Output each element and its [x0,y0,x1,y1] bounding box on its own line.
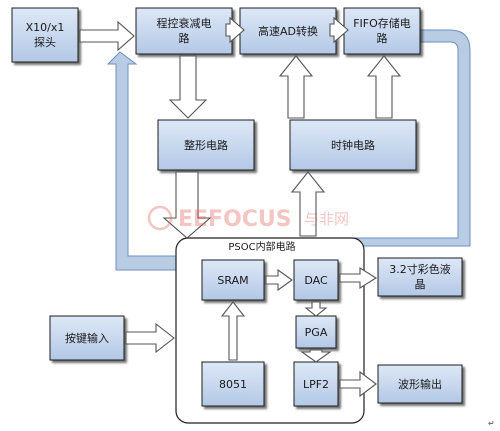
watermark-text-cn: 与非网 [304,210,349,228]
psoc-title: PSOC内部电路 [228,240,295,253]
mcu-block [201,361,265,407]
adc-label: 高速AD转换 [258,24,318,38]
arrow-psoc-to-clock [290,171,326,237]
watermark: EEFOCUS 与非网 [147,205,349,232]
arrow-dac-to-lcd [339,267,378,289]
corner-mark: ↵ [488,419,495,428]
output-block [377,364,463,404]
clock-label: 时钟电路 [331,138,375,152]
pga-label: PGA [305,326,328,339]
arrow-probe-to-attenuator [79,20,135,52]
fifo-label: FIFO存储电路 [353,16,411,45]
arrow-shaper-to-psoc [162,171,212,239]
probe-block [11,7,79,63]
mcu-label: 8051 [219,378,247,391]
arrow-sram-to-dac [265,268,293,292]
dac-label: DAC [304,274,328,287]
keys-block [49,315,125,361]
output-label: 波形输出 [398,377,442,391]
arrow-mcu-to-sram [220,301,246,361]
watermark-text: EEFOCUS [178,207,292,232]
clock-block [289,119,417,171]
arrow-top-attenuator-to-adc [225,16,245,44]
shaper-block [157,119,255,171]
watermark-logo-icon [147,205,173,231]
lcd-label: 3.2寸彩色液晶 [389,262,451,291]
arrow-attenuator-to-shaper [168,55,208,119]
arrow-top-adc-to-fifo [329,16,349,44]
lpf-block [293,361,339,407]
keys-label: 按键输入 [65,331,109,345]
dac-block [293,259,339,301]
arrow-pga-to-lpf [300,349,332,363]
arrow-clock-to-fifo [366,55,402,119]
arrow-lpf-to-output [339,370,377,398]
shaper-label: 整形电路 [184,138,228,152]
sram-label: SRAM [217,274,248,287]
lpf-label: LPF2 [303,378,329,391]
arrow-keys-to-psoc [125,322,175,354]
arrow-clock-to-adc [278,55,314,119]
attenuator-label: 程控衰减电路 [157,16,212,45]
pga-block [295,315,337,349]
arrow-dac-to-pga [304,301,328,317]
lcd-block [377,257,463,297]
sram-block [201,259,265,301]
